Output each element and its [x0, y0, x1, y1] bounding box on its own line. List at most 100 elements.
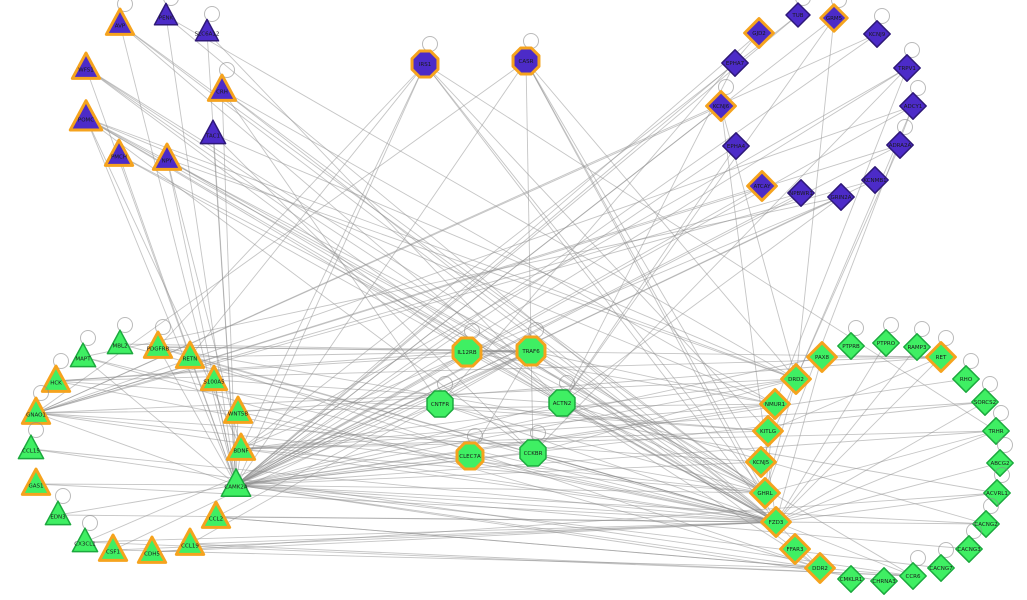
node-SLC6A12[interactable]: SLC6A12: [194, 6, 220, 42]
node-TAC1[interactable]: TAC1: [199, 119, 227, 145]
node-shape-diamond[interactable]: [872, 329, 900, 357]
node-shape-triangle[interactable]: [70, 51, 102, 80]
node-shape-triangle[interactable]: [69, 342, 97, 368]
node-shape-diamond[interactable]: [785, 2, 811, 28]
node-shape-triangle[interactable]: [200, 500, 232, 529]
node-shape-triangle[interactable]: [136, 535, 168, 564]
node-shape-diamond[interactable]: [925, 341, 957, 373]
node-shape-diamond[interactable]: [819, 3, 849, 33]
node-CDH5[interactable]: CDH5: [136, 535, 168, 564]
node-shape-triangle[interactable]: [44, 500, 72, 526]
node-shape-diamond[interactable]: [827, 183, 855, 211]
node-RHO[interactable]: RHO: [952, 353, 980, 393]
node-shape-diamond[interactable]: [899, 562, 927, 590]
node-MAPT[interactable]: MAPT: [69, 330, 97, 368]
node-shape-diamond[interactable]: [721, 49, 749, 77]
node-shape-diamond[interactable]: [899, 92, 927, 120]
node-TUB[interactable]: TUB: [785, 0, 811, 28]
node-shape-diamond[interactable]: [861, 166, 889, 194]
node-AVP[interactable]: AVP: [104, 0, 136, 36]
node-shape-triangle[interactable]: [199, 119, 227, 145]
node-shape-diamond[interactable]: [863, 20, 891, 48]
node-PTPRO[interactable]: PTPRO: [872, 317, 900, 357]
node-shape-diamond[interactable]: [749, 477, 781, 509]
node-shape-diamond[interactable]: [837, 565, 865, 593]
node-shape-diamond[interactable]: [870, 567, 898, 595]
node-WFS1[interactable]: WFS1: [70, 51, 102, 80]
node-shape-diamond[interactable]: [752, 415, 784, 447]
node-shape-diamond[interactable]: [903, 333, 931, 361]
node-GRM5[interactable]: GRM5: [819, 0, 849, 33]
node-shape-triangle[interactable]: [17, 434, 45, 460]
node-CRH[interactable]: CRH: [206, 62, 238, 102]
node-shape-diamond[interactable]: [787, 179, 815, 207]
node-EPHA4[interactable]: EPHA4: [722, 132, 750, 160]
node-HCK[interactable]: HCK: [40, 353, 72, 393]
node-TRPV1[interactable]: TRPV1: [893, 42, 921, 82]
node-shape-octagon[interactable]: [519, 439, 547, 467]
node-shape-triangle[interactable]: [174, 527, 206, 556]
node-CSF1[interactable]: CSF1: [97, 533, 129, 562]
node-shape-octagon[interactable]: [426, 390, 454, 418]
node-shape-triangle[interactable]: [206, 73, 238, 102]
node-shape-octagon[interactable]: [451, 336, 483, 368]
node-shape-triangle[interactable]: [142, 330, 174, 359]
node-shape-triangle[interactable]: [199, 364, 229, 392]
node-POMC[interactable]: POMC: [68, 99, 104, 132]
node-shape-triangle[interactable]: [225, 432, 257, 461]
node-shape-diamond[interactable]: [983, 479, 1011, 507]
node-shape-diamond[interactable]: [780, 363, 812, 395]
node-CCR6[interactable]: CCR6: [899, 550, 927, 590]
node-MBL2[interactable]: MBL2: [106, 317, 134, 355]
node-shape-octagon[interactable]: [548, 389, 576, 417]
node-shape-diamond[interactable]: [927, 554, 955, 582]
node-ADRA2A[interactable]: ADRA2A: [886, 119, 914, 159]
node-shape-triangle[interactable]: [106, 329, 134, 355]
node-shape-diamond[interactable]: [746, 170, 778, 202]
node-shape-triangle[interactable]: [104, 7, 136, 36]
node-shape-diamond[interactable]: [886, 131, 914, 159]
node-shape-triangle[interactable]: [222, 395, 254, 424]
node-shape-diamond[interactable]: [955, 535, 983, 563]
node-shape-diamond[interactable]: [893, 54, 921, 82]
node-shape-triangle[interactable]: [40, 364, 72, 393]
node-shape-diamond[interactable]: [971, 388, 999, 416]
node-CACNG7[interactable]: CACNG7: [927, 542, 955, 582]
node-CHRNA3[interactable]: CHRNA3: [870, 567, 898, 595]
node-CASR[interactable]: CASR: [511, 33, 541, 76]
node-shape-triangle[interactable]: [220, 468, 252, 497]
node-KCNJ9[interactable]: KCNJ9: [863, 8, 891, 48]
node-NPBWR1[interactable]: NPBWR1: [787, 179, 815, 207]
node-CNTFR[interactable]: CNTFR: [426, 376, 454, 418]
node-KCNMB1[interactable]: KCNMB1: [861, 166, 889, 194]
node-GJD2[interactable]: GJD2: [743, 17, 775, 49]
node-shape-triangle[interactable]: [174, 340, 206, 369]
node-GRIN2A[interactable]: GRIN2A: [827, 183, 855, 211]
node-shape-diamond[interactable]: [972, 510, 1000, 538]
node-shape-octagon[interactable]: [455, 441, 485, 471]
node-GAS1[interactable]: GAS1: [20, 467, 52, 496]
node-shape-diamond[interactable]: [759, 388, 791, 420]
node-shape-triangle[interactable]: [20, 396, 52, 425]
node-RAMP3[interactable]: RAMP3: [903, 321, 931, 361]
node-ABCG2[interactable]: ABCG2: [986, 437, 1014, 477]
node-IRS1[interactable]: IRS1: [410, 36, 440, 79]
node-ADCY1[interactable]: ADCY1: [899, 80, 927, 120]
node-shape-octagon[interactable]: [410, 49, 440, 79]
node-shape-diamond[interactable]: [760, 506, 792, 538]
node-shape-diamond[interactable]: [745, 446, 777, 478]
node-shape-diamond[interactable]: [779, 533, 811, 565]
node-shape-triangle[interactable]: [194, 18, 220, 42]
node-shape-triangle[interactable]: [68, 99, 104, 132]
node-shape-diamond[interactable]: [837, 332, 865, 360]
node-shape-triangle[interactable]: [103, 138, 135, 167]
node-shape-triangle[interactable]: [71, 527, 99, 553]
node-CCL19[interactable]: CCL19: [174, 527, 206, 556]
node-shape-diamond[interactable]: [705, 90, 737, 122]
node-shape-triangle[interactable]: [153, 2, 179, 26]
node-RET[interactable]: RET: [925, 330, 957, 373]
node-shape-diamond[interactable]: [804, 552, 836, 584]
node-shape-diamond[interactable]: [722, 132, 750, 160]
